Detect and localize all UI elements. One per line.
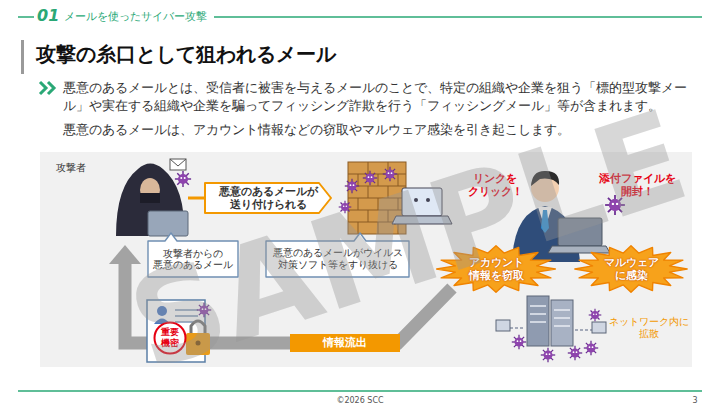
node-text: 悪意のあるメールが 送り付けられる [212, 185, 324, 210]
node-text: 重要 機密 [158, 327, 182, 349]
action-label: 添付ファイルを 開封！ [596, 172, 678, 197]
client-pc [592, 322, 606, 333]
virus-icon [339, 201, 352, 214]
flow-band: 情報流出 [290, 334, 400, 352]
process-arrow-box: 悪意のあるメールが 送り付けられる [204, 182, 332, 214]
title-bar [21, 40, 24, 74]
node-text: 悪意のあるメールがウイルス 対策ソフト等をすり抜ける [269, 247, 406, 271]
header-rule [214, 16, 702, 18]
screen-eye [426, 198, 430, 202]
section-heading: メールを使ったサイバー攻撃 [64, 10, 207, 23]
hair [531, 171, 559, 186]
callout-box: 悪意のあるメールがウイルス 対策ソフト等をすり抜ける [265, 240, 410, 278]
shape-outline [575, 246, 687, 293]
footer-rule [18, 390, 702, 392]
header-rule [18, 16, 34, 18]
shape-outline [205, 183, 331, 213]
confidential-document [147, 300, 211, 362]
laptop-screen [402, 188, 442, 216]
result-starburst: アカウント 情報を窃取 [440, 247, 552, 291]
flow-arrowhead [109, 245, 141, 264]
face [140, 178, 160, 202]
callout-box: 攻撃者からの 悪意のあるメール [147, 240, 239, 278]
node-text: 攻撃者からの 悪意のあるメール [150, 248, 236, 271]
victim-figure [512, 171, 625, 262]
network-servers [496, 296, 606, 362]
envelope-flap [170, 159, 186, 166]
client-pc [496, 320, 510, 331]
virus-icon [175, 171, 191, 187]
send-arrow-tail [188, 197, 205, 200]
tie [541, 210, 549, 233]
mask [140, 193, 160, 203]
screen-eye [414, 198, 418, 202]
virus-icon [512, 335, 526, 349]
stamp-outline [155, 323, 186, 354]
victim-laptop [558, 218, 602, 246]
actor-label: 攻撃者 [56, 162, 86, 174]
node-text: アカウント 情報を窃取 [460, 256, 532, 282]
shape-outline [148, 233, 238, 277]
laptop-base [548, 246, 610, 253]
copyright: ©2026 SCC [310, 396, 410, 406]
diagram-panel [40, 152, 692, 367]
node-text: マルウェア に感染 [598, 256, 664, 282]
shape-outline [437, 246, 556, 293]
doc-lines [175, 310, 198, 322]
attacker-laptop [148, 211, 188, 236]
shape-outline [266, 233, 409, 277]
server-rack [551, 300, 573, 346]
body-text: 悪意のあるメールとは、受信者に被害を与えるメールのことで、特定の組織や企業を狙う… [63, 79, 698, 115]
virus-icon [584, 341, 598, 355]
keyhole [196, 341, 201, 346]
slide-title: 攻撃の糸口として狙われるメール [36, 42, 336, 66]
section-number: 01 [37, 6, 59, 25]
virus-icon [605, 195, 625, 215]
virus-icon [541, 348, 555, 362]
node-text: 情報流出 [323, 336, 367, 349]
stamp-circle: 重要 機密 [153, 321, 187, 355]
watermark: SAMPLE [117, 93, 700, 390]
attacker-figure [116, 159, 191, 236]
lock-shackle [191, 321, 205, 334]
virus-icon [197, 303, 211, 317]
note-label: ネットワーク内に 拡散 [604, 316, 694, 340]
body-text: 悪意のあるメールは、アカウント情報などの窃取やマルウェア感染を引き起こします。 [63, 121, 698, 139]
avatar-head [157, 306, 167, 316]
chevron [40, 82, 46, 94]
virus-icon [568, 346, 582, 360]
virus-icon [345, 179, 359, 193]
chevron [48, 82, 54, 94]
result-starburst: マルウェア に感染 [578, 247, 684, 291]
target-laptop [392, 188, 452, 224]
rack-lines [530, 306, 570, 326]
virus-icon [363, 171, 377, 185]
server-rack [527, 296, 549, 346]
virus-icon [383, 167, 397, 181]
laptop-base [392, 216, 452, 224]
page-number: 3 [688, 396, 702, 406]
envelope [170, 159, 186, 170]
virus-icon [589, 309, 602, 322]
lock-body [186, 333, 210, 355]
action-label: リンクを クリック！ [466, 172, 524, 197]
